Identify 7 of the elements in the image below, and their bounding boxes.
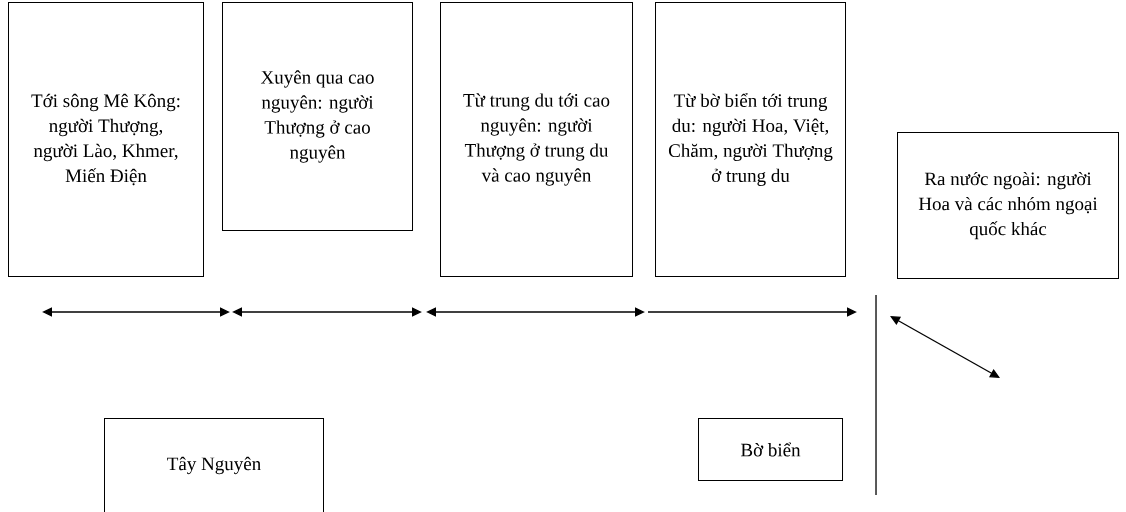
text-box: Tới sông Mê Kông: người Thượng, người Lào, Khmer, Miến Điện bbox=[8, 2, 204, 277]
text-box: Từ trung du tới cao nguyên: người Thượng ở trung du và cao nguyên bbox=[440, 2, 633, 277]
text-box: Từ bờ biển tới trung du: người Hoa, Việt, Chăm, người Thượng ở trung du bbox=[655, 2, 846, 277]
text-box: Bờ biển bbox=[698, 418, 843, 481]
text-box: Tây Nguyên bbox=[104, 418, 324, 512]
text-box: Xuyên qua cao nguyên: người Thượng ở cao nguyên bbox=[222, 2, 413, 231]
text-box: Ra nước ngoài: người Hoa và các nhóm ngoại quốc khác bbox=[897, 132, 1119, 279]
